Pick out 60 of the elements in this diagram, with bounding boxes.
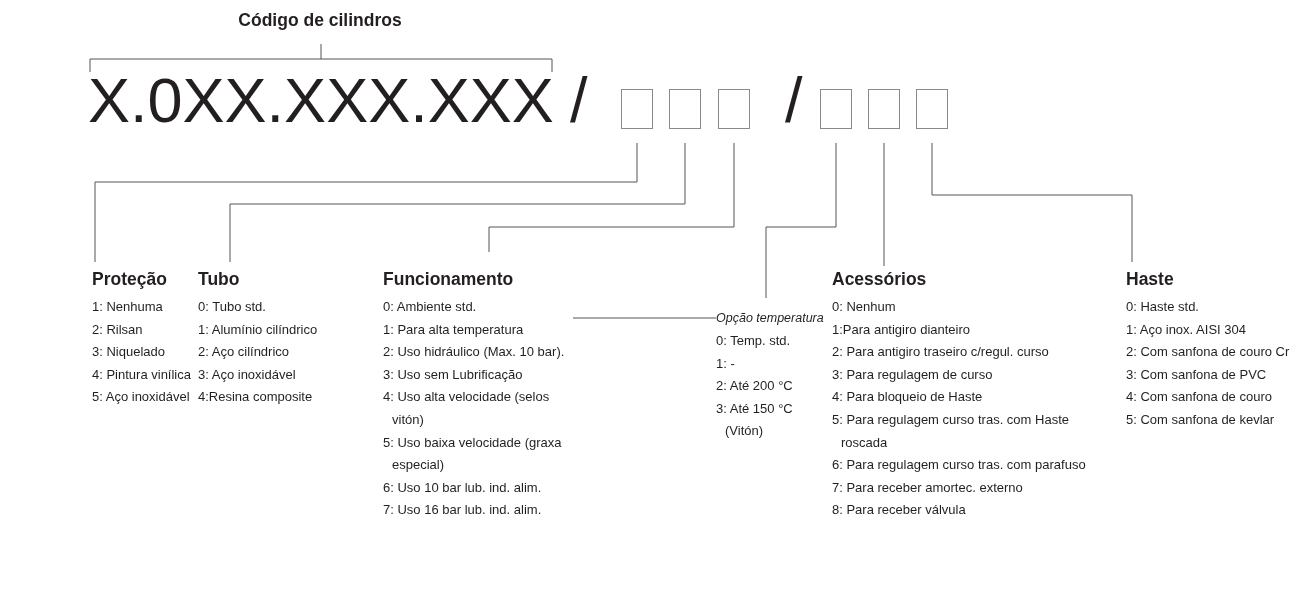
option-item: 5: Aço inoxidável (92, 388, 191, 407)
option-item: 3: Até 150 °C (Vitón) (716, 399, 794, 441)
separator-slash: / (570, 69, 588, 132)
option-item: 4: Pintura vinílica (92, 365, 191, 384)
category-heading: Funcionamento (383, 268, 515, 290)
connector-line (883, 142, 885, 267)
connector-line (488, 142, 735, 253)
code-digit-box (868, 89, 900, 129)
code-digit-box (621, 89, 653, 129)
option-item: 1: - (716, 354, 736, 373)
code-digit-box (916, 89, 948, 129)
option-item: 2: Rilsan (92, 320, 144, 339)
option-item: 1: Para alta temperatura (383, 320, 525, 339)
code-digit-box (718, 89, 750, 129)
code-title: Código de cilindros (237, 10, 403, 31)
option-item: 5: Para regulagem curso tras. com Haste roscada (832, 410, 1070, 452)
option-item: 4: Uso alta velocidade (selos vitón) (383, 388, 551, 429)
option-item: 3: Para regulagem de curso (832, 365, 994, 384)
option-item: 3: Aço inoxidável (198, 365, 297, 384)
category-heading: Acessórios (832, 268, 928, 290)
option-item: 5: Uso baixa velocidade (graxa especial) (383, 433, 563, 475)
option-item: 4:Resina composite (198, 388, 314, 407)
option-item: 2: Com sanfona de couro Cr (1126, 343, 1290, 362)
option-item: 3: Com sanfona de PVC (1126, 365, 1268, 384)
option-item: 1: Aço inox. AISI 304 (1126, 320, 1247, 339)
option-item: 1:Para antigiro dianteiro (832, 320, 972, 339)
option-item: 6: Uso 10 bar lub. ind. alim. (383, 478, 543, 497)
connector-line (931, 142, 1133, 263)
option-item: 0: Tubo std. (198, 298, 267, 316)
separator-slash: / (785, 69, 803, 132)
option-item: 2: Aço cilíndrico (198, 343, 291, 362)
option-item: 3: Uso sem Lubrificação (383, 365, 524, 384)
connector-line (229, 142, 686, 263)
category-heading: Tubo (198, 268, 241, 290)
option-item: 4: Para bloqueio de Haste (832, 388, 984, 407)
category-heading: Proteção (92, 268, 168, 290)
category-heading: Haste (1126, 268, 1175, 290)
connector-line (572, 317, 717, 319)
connector-line (765, 142, 837, 299)
category-heading: Opção temperatura (716, 310, 825, 327)
option-item: 0: Nenhum (832, 298, 897, 316)
code-digit-box (820, 89, 852, 129)
option-item: 1: Alumínio cilíndrico (198, 320, 318, 339)
option-item: 7: Para receber amortec. externo (832, 478, 1024, 497)
option-item: 6: Para regulagem curso tras. com parafuso (832, 456, 1087, 475)
option-item: 5: Com sanfona de kevlar (1126, 410, 1276, 429)
option-item: 2: Até 200 °C (716, 377, 794, 396)
code-pattern: X.0XX.XXX.XXX (88, 69, 554, 132)
option-item: 8: Para receber válvula (832, 501, 967, 520)
option-item: 0: Haste std. (1126, 298, 1200, 316)
option-item: 1: Nenhuma (92, 298, 164, 316)
code-digit-box (669, 89, 701, 129)
connector-line (94, 142, 638, 263)
option-item: 2: Uso hidráulico (Max. 10 bar). (383, 343, 566, 362)
option-item: 4: Com sanfona de couro (1126, 388, 1273, 407)
option-item: 3: Niquelado (92, 343, 166, 362)
option-item: 0: Ambiente std. (383, 298, 478, 316)
option-item: 0: Temp. std. (716, 332, 792, 350)
option-item: 7: Uso 16 bar lub. ind. alim. (383, 501, 543, 520)
option-item: 2: Para antigiro traseiro c/regul. curso (832, 343, 1050, 362)
